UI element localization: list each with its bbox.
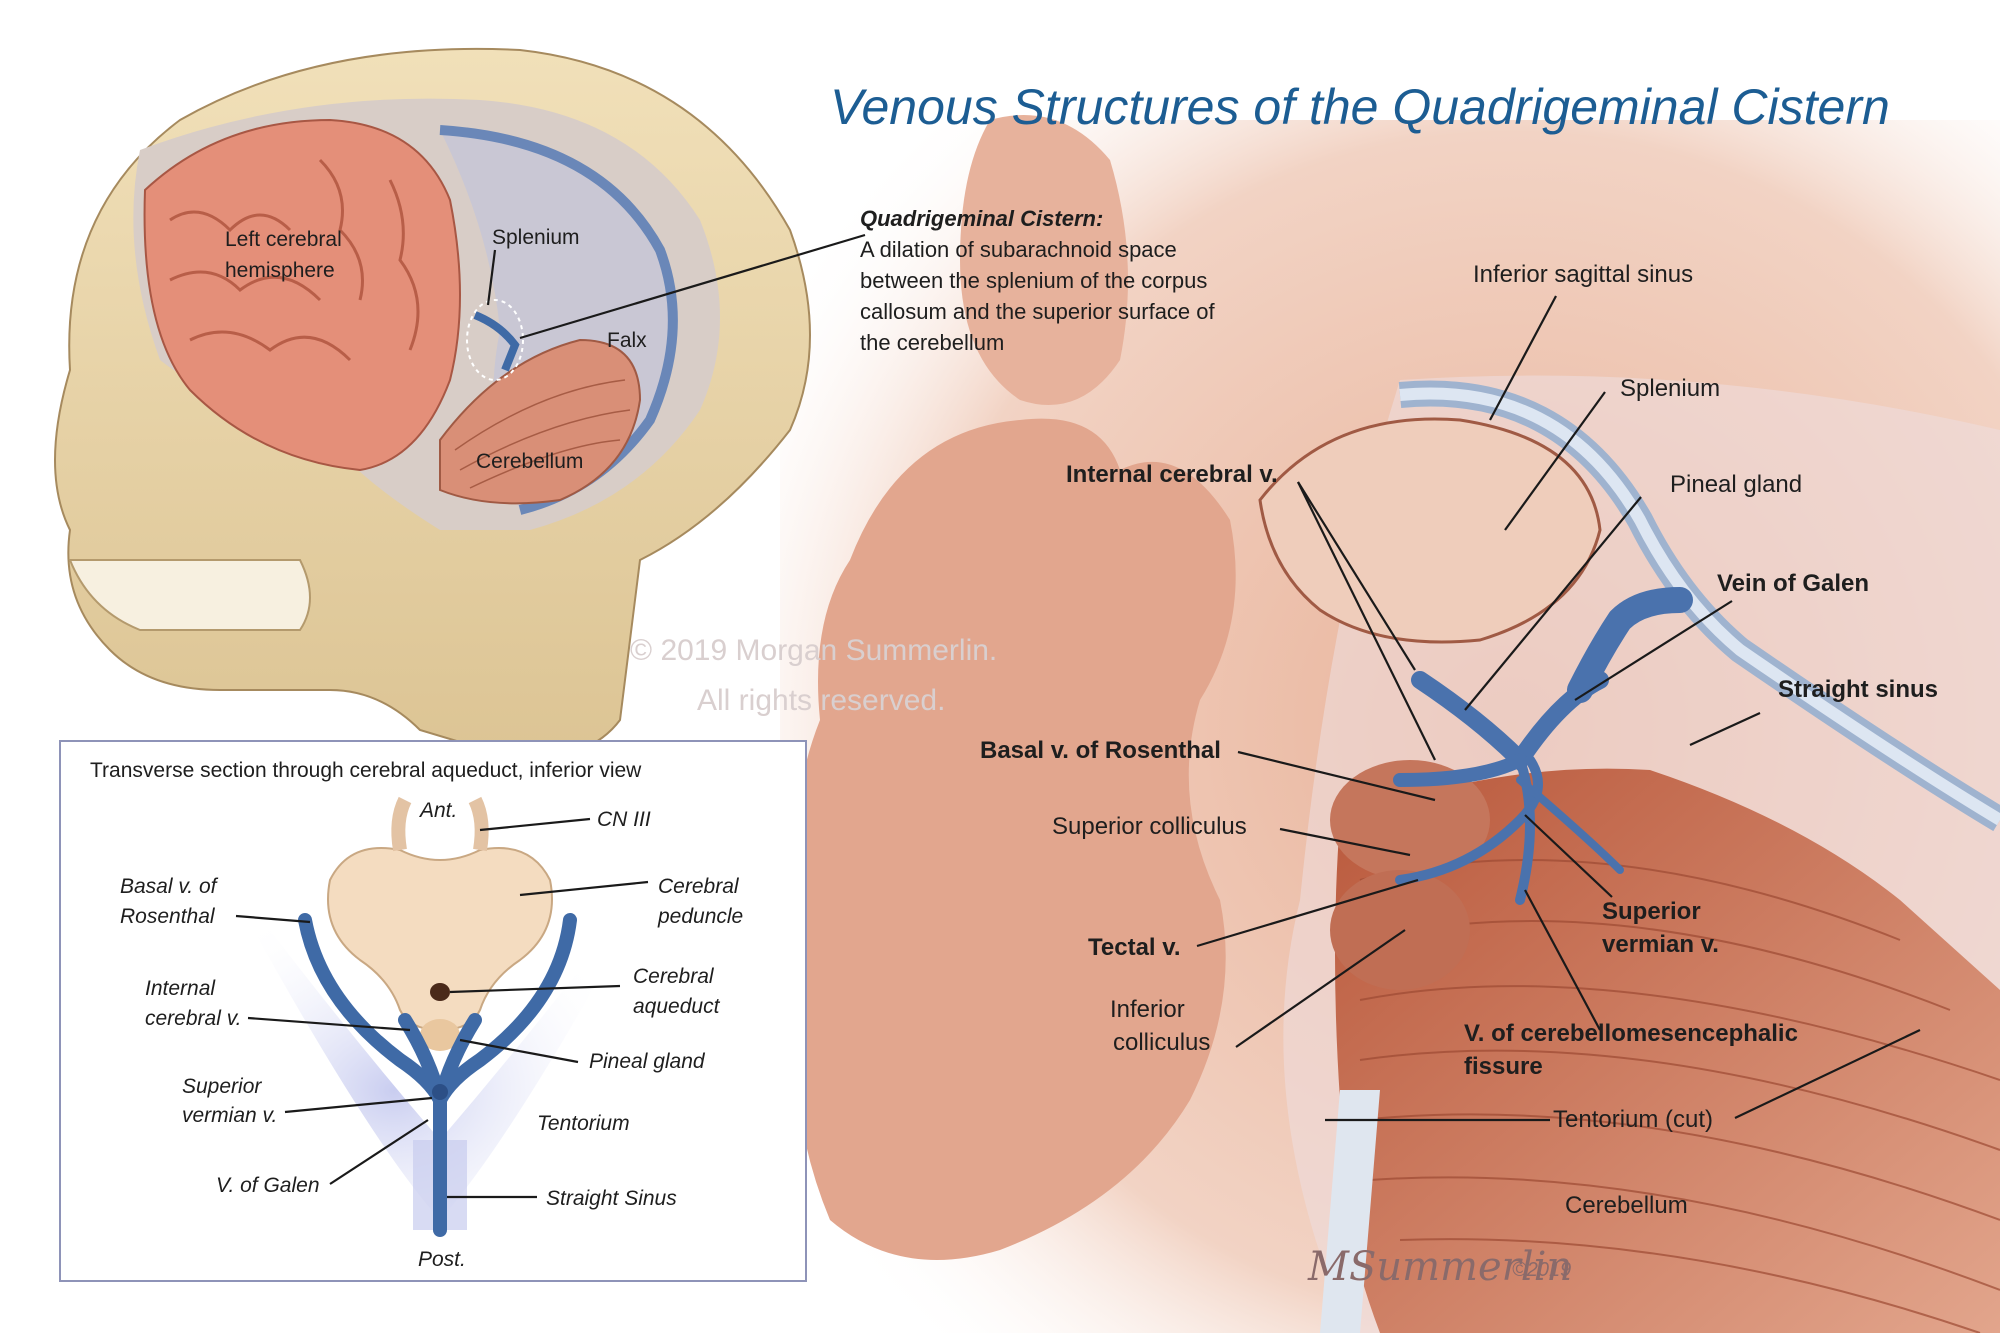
label-inferior-colliculus-2: colliculus [1113, 1029, 1210, 1056]
label-vein-of-galen: Vein of Galen [1717, 570, 1869, 597]
inset-title: Transverse section through cerebral aque… [90, 759, 642, 782]
inset-aqueduct [430, 983, 450, 1001]
inset-label-tentorium: Tentorium [537, 1112, 630, 1135]
inset-midbrain [327, 847, 553, 1032]
inset-label-peduncle-1: Cerebral [658, 875, 740, 898]
page-title: Venous Structures of the Quadrigeminal C… [830, 79, 1890, 135]
skull-cerebellum-folia [454, 379, 631, 489]
vein-network [1393, 587, 1693, 905]
inset-label-post: Post. [418, 1248, 466, 1271]
definition-line-3: callosum and the superior surface of [860, 299, 1216, 324]
label-left-hemisphere-2: hemisphere [225, 259, 335, 282]
cerebellum-surface [1335, 768, 2000, 1333]
inset-superior-vermian-dot [432, 1084, 448, 1100]
skull-cerebellum-shape [439, 338, 642, 505]
signature: MSummerlin ©2019 [1307, 1244, 1572, 1290]
label-cms-fissure-1: V. of cerebellomesencephalic [1464, 1020, 1798, 1047]
signature-name: MSummerlin [1307, 1244, 1572, 1290]
inset-label-pineal: Pineal gland [589, 1050, 706, 1073]
label-inferior-sagittal-sinus: Inferior sagittal sinus [1473, 261, 1693, 288]
superior-colliculus-shape [1330, 760, 1490, 880]
brain-fold-top [960, 115, 1128, 405]
label-falx: Falx [607, 329, 647, 352]
definition-block: Quadrigeminal Cistern: A dilation of sub… [860, 206, 1216, 355]
label-straight-sinus: Straight sinus [1778, 676, 1938, 703]
inset-leaders [235, 817, 649, 1199]
inset-label-ant: Ant. [418, 799, 457, 822]
left-cerebral-hemisphere-shape [143, 118, 461, 472]
inset-label-svv-2: vermian v. [182, 1104, 277, 1127]
inset-label-icv-1: Internal [145, 977, 216, 1000]
label-cerebellum-skull: Cerebellum [476, 450, 583, 473]
definition-line-2: between the splenium of the corpus [860, 268, 1207, 293]
tentorium-cut-edge [1320, 1090, 1380, 1333]
label-cms-fissure-2: fissure [1464, 1053, 1543, 1080]
inset-label-peduncle-2: peduncle [657, 905, 743, 928]
label-tentorium-cut: Tentorium (cut) [1553, 1106, 1713, 1133]
teeth [68, 559, 311, 631]
label-tectal-v: Tectal v. [1088, 934, 1180, 961]
inset-label-icv-2: cerebral v. [145, 1007, 241, 1030]
label-pineal-gland: Pineal gland [1670, 471, 1802, 498]
cistern-outline [466, 299, 524, 381]
label-internal-cerebral-v: Internal cerebral v. [1066, 461, 1278, 488]
inset-label-galen: V. of Galen [216, 1174, 320, 1197]
skull-vein [473, 311, 520, 372]
inset-label-aqueduct-2: aqueduct [633, 995, 721, 1018]
skull-labels: Left cerebral hemisphere Splenium Falx C… [225, 226, 647, 473]
definition-line-1: A dilation of subarachnoid space [860, 237, 1177, 262]
splenium-shape [1258, 417, 1602, 644]
inset-label-svv-1: Superior [182, 1075, 262, 1098]
label-splenium: Splenium [1620, 375, 1720, 402]
definition-line-4: the cerebellum [860, 330, 1004, 355]
inset-label-straight: Straight Sinus [546, 1187, 677, 1210]
main-anatomy [780, 115, 2000, 1334]
label-left-hemisphere-1: Left cerebral [225, 228, 342, 251]
label-superior-vermian-1: Superior [1602, 898, 1701, 925]
label-basal-v-rosenthal: Basal v. of Rosenthal [980, 737, 1221, 764]
inset-label-basal-2: Rosenthal [120, 905, 216, 928]
inset-label-cn3: CN III [597, 808, 651, 831]
inset-label-basal-1: Basal v. of [120, 875, 219, 898]
signature-year: ©2019 [1512, 1259, 1571, 1281]
watermark: © 2019 Morgan Summerlin. All rights rese… [630, 634, 997, 717]
inset-label-aqueduct-1: Cerebral [633, 965, 715, 988]
hemisphere-gyri [169, 158, 420, 362]
inset-cn3-right [468, 796, 489, 852]
label-cerebellum: Cerebellum [1565, 1192, 1688, 1219]
watermark-line-1: © 2019 Morgan Summerlin. [630, 634, 997, 667]
main-labels: Inferior sagittal sinus Splenium Pineal … [980, 261, 1938, 1219]
inferior-colliculus-shape [1330, 870, 1470, 990]
inset-pineal [420, 1019, 460, 1051]
cerebral-hemisphere-medial [793, 418, 1236, 1261]
definition-heading: Quadrigeminal Cistern: [860, 206, 1103, 231]
inset-panel: Transverse section through cerebral aque… [59, 740, 807, 1282]
skull-illustration [54, 47, 866, 762]
label-inferior-colliculus-1: Inferior [1110, 996, 1185, 1023]
watermark-line-2: All rights reserved. [697, 684, 945, 717]
main-leaders [1196, 295, 1921, 1122]
label-splenium-skull: Splenium [492, 226, 580, 249]
label-superior-vermian-2: vermian v. [1602, 931, 1719, 958]
label-superior-colliculus: Superior colliculus [1052, 813, 1247, 840]
inset-cn3-left [391, 796, 412, 852]
